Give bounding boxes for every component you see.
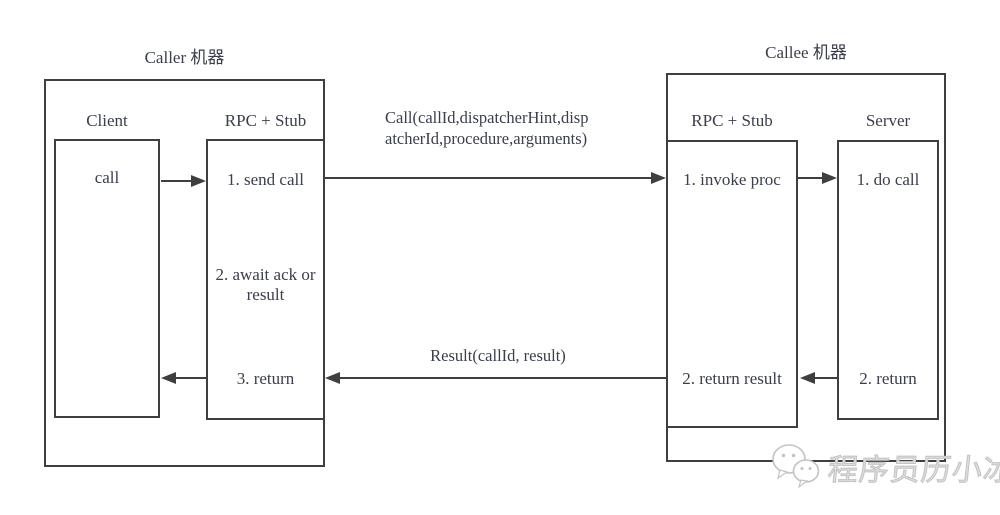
callee-step-invoke-proc: 1. invoke proc xyxy=(683,170,781,189)
callee-rpc-stub-label: RPC + Stub xyxy=(691,111,773,130)
client-label: Client xyxy=(86,111,128,130)
caller-machine-title: Caller 机器 xyxy=(144,48,225,67)
call-request-message: Call(callId,dispatcherHint,disp atcherId… xyxy=(385,107,625,149)
watermark: 程序员历小冰 xyxy=(768,438,1000,494)
callee-machine-title: Callee 机器 xyxy=(765,43,847,62)
server-step-return: 2. return xyxy=(859,369,917,388)
callee-rpc-stub-box xyxy=(666,140,798,428)
result-response-message: Result(callId, result) xyxy=(430,346,566,365)
caller-step-send-call: 1. send call xyxy=(227,170,304,189)
call-request-line2: atcherId,procedure,arguments) xyxy=(385,129,588,148)
call-request-line1: Call(callId,dispatcherHint,disp xyxy=(385,108,589,127)
caller-step-return: 3. return xyxy=(236,369,295,388)
client-call-step: call xyxy=(94,168,120,187)
caller-rpc-stub-label: RPC + Stub xyxy=(224,111,307,130)
wechat-icon xyxy=(772,444,820,489)
callee-step-return-result: 2. return result xyxy=(682,369,782,388)
caller-step-await-ack: 2. await ack or result xyxy=(215,265,316,304)
client-box xyxy=(54,139,160,418)
caller-rpc-stub-box xyxy=(206,139,325,420)
server-box xyxy=(837,140,939,420)
server-label: Server xyxy=(865,111,911,130)
server-step-do-call: 1. do call xyxy=(856,170,920,189)
watermark-text: 程序员历小冰 xyxy=(826,454,1000,488)
